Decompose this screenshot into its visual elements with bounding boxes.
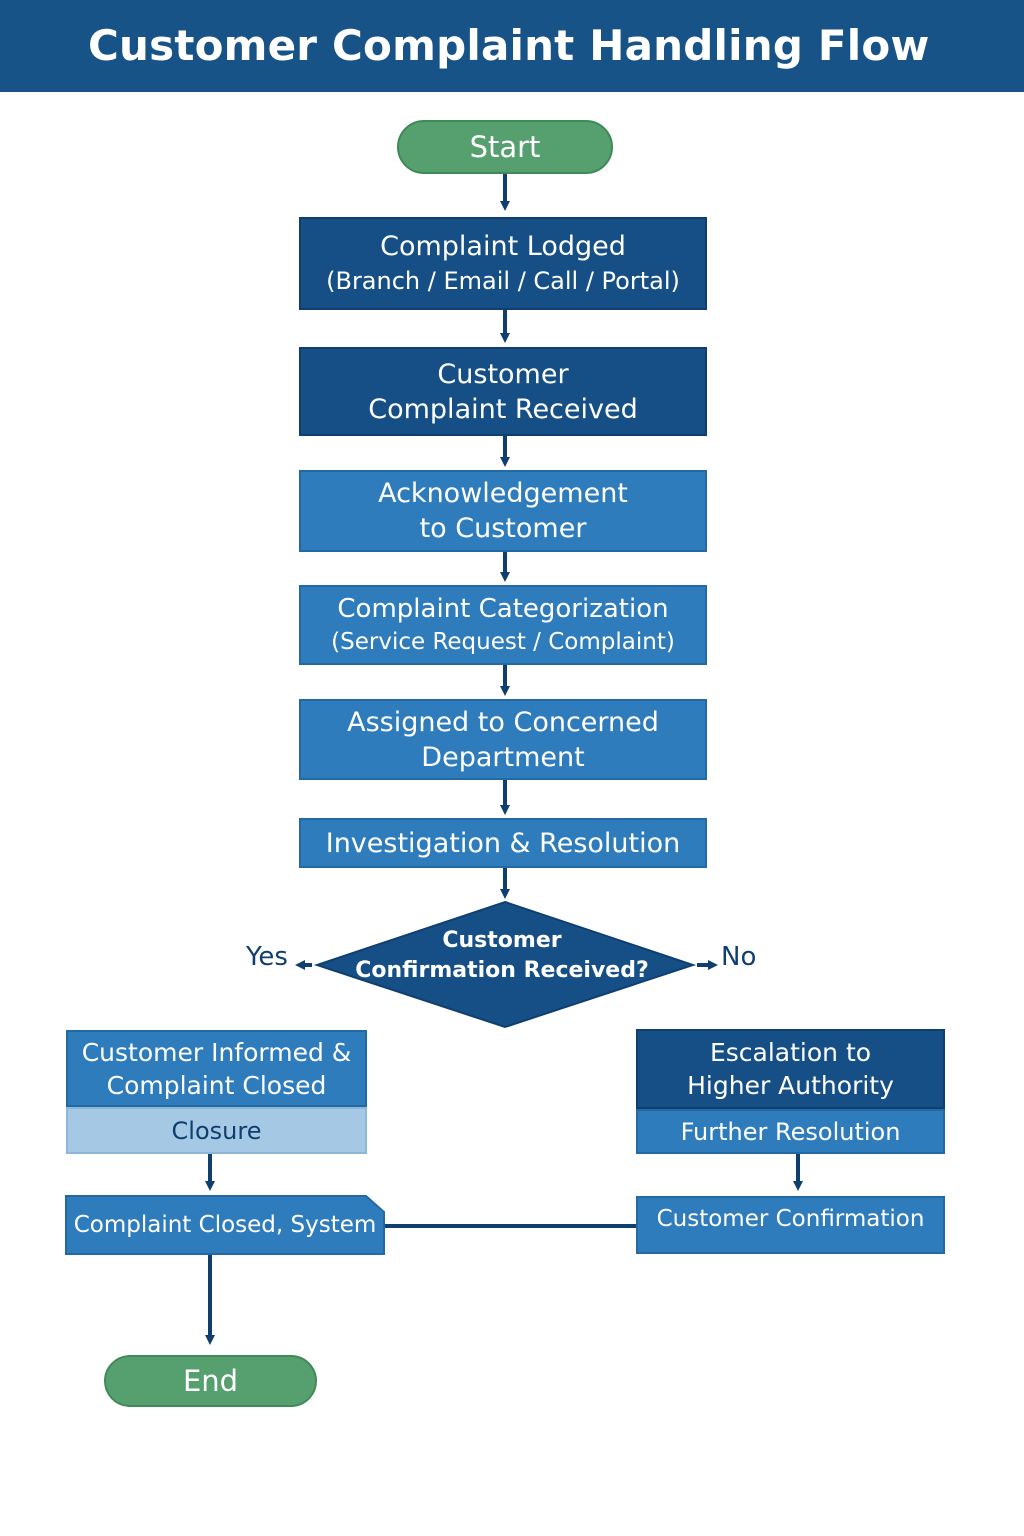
decision-label: Customer Confirmation Received?	[340, 920, 664, 992]
categorization-types: (Service Request / Complaint)	[331, 628, 675, 655]
acknowledgement-line2: to Customer	[419, 513, 587, 544]
investigation-label: Investigation & Resolution	[325, 827, 681, 859]
end-terminal: End	[104, 1355, 317, 1407]
decision-diamond	[313, 900, 697, 1029]
complaint-received-line2: Complaint Received	[368, 393, 638, 425]
closure-band: Closure	[66, 1107, 367, 1154]
complaint-received-line1: Customer	[437, 358, 569, 390]
yes-label: Yes	[246, 942, 288, 972]
categorization-box: Complaint Categorization (Service Reques…	[299, 585, 707, 665]
assigned-line1: Assigned to Concerned	[347, 706, 659, 738]
no-label: No	[721, 942, 757, 972]
acknowledgement-line1: Acknowledgement	[378, 478, 628, 509]
categorization-title: Complaint Categorization	[337, 593, 669, 624]
assigned-line2: Department	[421, 741, 585, 773]
complaint-closed-system-label: Complaint Closed, System	[73, 1212, 377, 1238]
customer-informed-box: Customer Informed & Complaint Closed	[66, 1030, 367, 1107]
escalation-line1: Escalation to	[709, 1038, 872, 1067]
closed-system-shape	[65, 1195, 385, 1255]
page-title: Customer Complaint Handling Flow	[88, 21, 930, 70]
customer-informed-line1: Customer Informed &	[81, 1037, 352, 1067]
investigation-box: Investigation & Resolution	[299, 818, 707, 868]
escalation-line2: Higher Authority	[687, 1071, 894, 1100]
complaint-lodged-box: Complaint Lodged (Branch / Email / Call …	[299, 217, 707, 310]
page-header: Customer Complaint Handling Flow	[0, 0, 1024, 92]
complaint-received-box: Customer Complaint Received	[299, 347, 707, 436]
customer-confirmation-label: Customer Confirmation	[656, 1206, 925, 1232]
complaint-lodged-channels: (Branch / Email / Call / Portal)	[326, 267, 680, 295]
start-label: Start	[469, 130, 541, 164]
complaint-closed-system-label-box: Complaint Closed, System	[66, 1196, 384, 1254]
complaint-lodged-title: Complaint Lodged	[380, 231, 626, 262]
end-label: End	[182, 1364, 239, 1398]
decision-line1: Customer	[442, 928, 562, 953]
start-terminal: Start	[397, 120, 613, 174]
customer-informed-line2: Complaint Closed	[106, 1070, 327, 1100]
customer-confirmation-box: Customer Confirmation	[636, 1196, 945, 1254]
acknowledgement-box: Acknowledgement to Customer	[299, 470, 707, 552]
further-resolution-band: Further Resolution	[636, 1109, 945, 1154]
further-resolution-label: Further Resolution	[680, 1117, 901, 1146]
escalation-box: Escalation to Higher Authority	[636, 1029, 945, 1109]
decision-line2: Confirmation Received?	[355, 958, 649, 983]
closure-label: Closure	[171, 1116, 262, 1145]
assigned-department-box: Assigned to Concerned Department	[299, 699, 707, 780]
